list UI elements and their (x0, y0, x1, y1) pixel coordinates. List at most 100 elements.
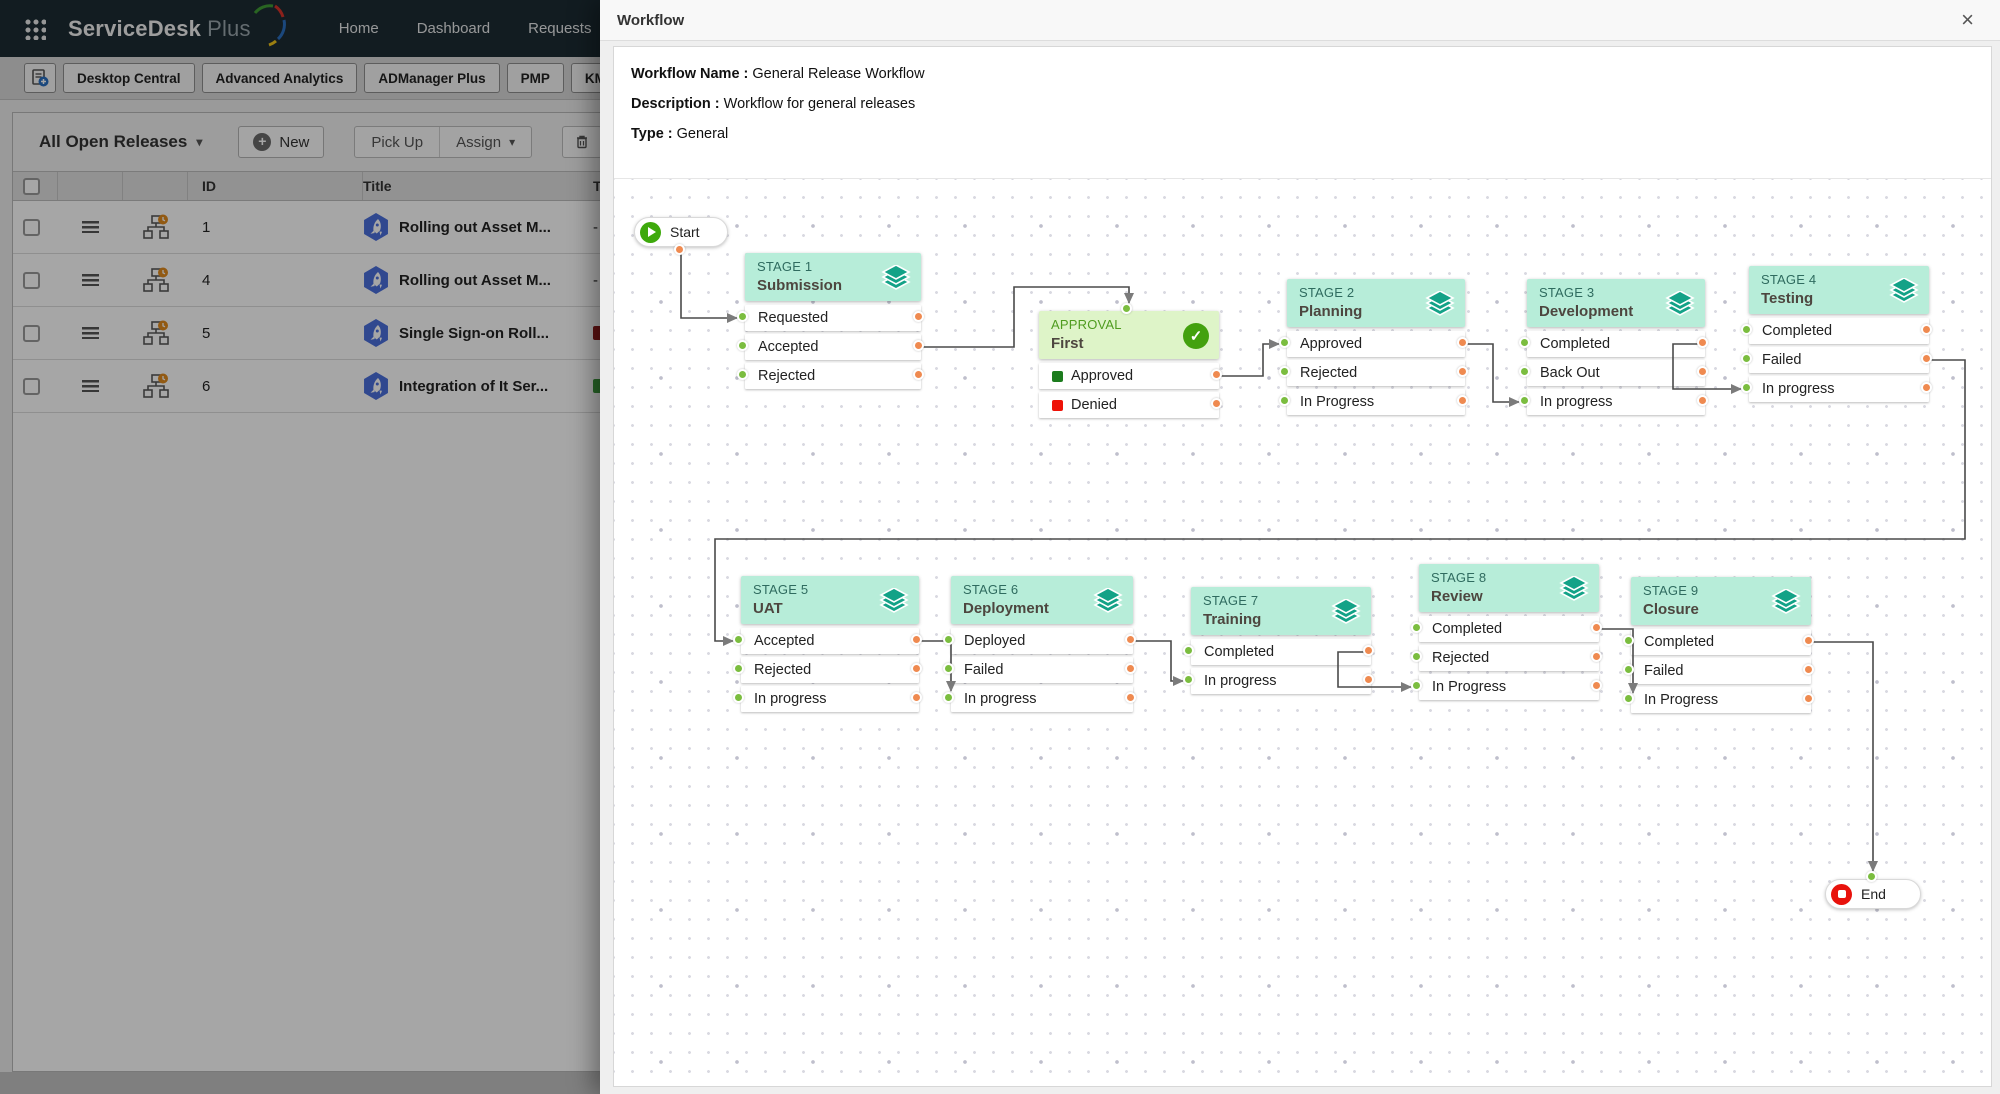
connector-out-dot (911, 663, 922, 674)
layers-icon (881, 264, 911, 290)
row-checkbox[interactable] (23, 218, 40, 236)
connector-out-dot (1591, 622, 1602, 633)
workflow-status-button[interactable] (142, 214, 170, 240)
connector-in-dot (1411, 680, 1422, 691)
connector-out-dot (1457, 366, 1468, 377)
tab-pmp[interactable]: PMP (506, 63, 564, 93)
status-row-rejected: Rejected (1419, 645, 1599, 671)
close-icon[interactable]: × (1961, 7, 1974, 32)
node-name: Planning (1299, 303, 1363, 320)
status-label: Deployed (964, 633, 1026, 649)
rocket-icon (370, 272, 382, 289)
connector-in-dot (1741, 324, 1752, 335)
row-menu-icon[interactable] (82, 327, 99, 339)
status-row-in-progress: In progress (1527, 389, 1705, 415)
connector-in-dot (737, 311, 748, 322)
workflow-info-line: Workflow Name : General Release Workflow (631, 64, 1991, 85)
connector-in-dot (1279, 395, 1290, 406)
status-label: In Progress (1300, 394, 1375, 410)
node-name: Submission (757, 277, 843, 294)
cell-technician: - (593, 219, 1999, 236)
connector-in-dot (737, 369, 748, 380)
node-header: STAGE 4 Testing (1749, 266, 1929, 314)
nav-item-requests[interactable]: Requests (528, 20, 592, 37)
connector (1133, 640, 1184, 686)
release-icon (364, 319, 388, 347)
connector-in-dot (1121, 303, 1132, 314)
workflow-status-button[interactable] (142, 373, 170, 399)
connector-in-dot (1519, 395, 1530, 406)
connector-in-dot (733, 663, 744, 674)
tab-advanced-analytics[interactable]: Advanced Analytics (201, 63, 358, 93)
cell-title: Rolling out Asset M... (363, 213, 593, 241)
status-row-completed: Completed (1631, 629, 1811, 655)
layers-icon (1559, 575, 1589, 601)
connector-out-dot (1921, 324, 1932, 335)
status-label: Completed (1644, 634, 1715, 650)
status-row-requested: Requested (745, 305, 921, 331)
connector-out-dot (1803, 693, 1814, 704)
tab-desktop-central[interactable]: Desktop Central (63, 63, 195, 93)
status-label: In progress (754, 691, 827, 707)
connector-out-dot (913, 369, 924, 380)
workflow-status-button[interactable] (142, 320, 170, 346)
node-tag-label: STAGE 4 (1761, 272, 1817, 287)
status-label: Accepted (758, 339, 819, 355)
connector-out-dot (1697, 395, 1708, 406)
connector-out-dot (1697, 337, 1708, 348)
layers-icon (1331, 598, 1361, 624)
row-menu-icon[interactable] (82, 221, 99, 233)
start-icon (640, 221, 661, 243)
connector-in-dot (1183, 645, 1194, 656)
node-name: Testing (1761, 290, 1814, 307)
status-label: In Progress (1644, 692, 1719, 708)
nav-item-dashboard[interactable]: Dashboard (416, 20, 491, 37)
row-checkbox[interactable] (23, 324, 40, 342)
cell-title: Single Sign-on Roll... (363, 319, 593, 347)
tab-admanager-plus[interactable]: ADManager Plus (364, 63, 500, 93)
delete-button[interactable] (562, 126, 603, 158)
nav-item-home[interactable]: Home (338, 20, 379, 37)
pickup-button[interactable]: Pick Up (355, 127, 439, 157)
filter-dropdown[interactable]: All Open Releases ▾ (39, 132, 202, 152)
info-label: Description : (631, 96, 720, 112)
trash-icon (577, 135, 588, 149)
info-value: General Release Workflow (748, 66, 925, 82)
info-value: General (672, 126, 729, 142)
status-label: Failed (964, 662, 1004, 678)
status-row-failed: Failed (1631, 658, 1811, 684)
app-grid-icon[interactable] (24, 17, 46, 40)
start-label: Start (670, 224, 700, 240)
connector-out-dot (1125, 634, 1136, 645)
row-checkbox[interactable] (23, 377, 40, 395)
select-all-checkbox[interactable] (23, 177, 40, 195)
row-checkbox[interactable] (23, 271, 40, 289)
row-menu-icon[interactable] (82, 380, 99, 392)
status-row-completed: Completed (1527, 331, 1705, 357)
status-row-rejected: Rejected (741, 657, 919, 683)
status-row-deployed: Deployed (951, 628, 1133, 654)
logo-text-bold: ServiceDesk (68, 15, 202, 41)
connector-out-dot (1363, 645, 1374, 656)
status-label: Rejected (1432, 650, 1490, 666)
workflow-status-button[interactable] (142, 267, 170, 293)
column-header-technician[interactable]: T (593, 178, 602, 194)
workflow-card: Workflow Name : General Release Workflow… (613, 46, 1992, 1087)
assign-button[interactable]: Assign ▾ (439, 127, 531, 157)
cell-id: 1 (202, 218, 211, 236)
workflow-modal: Workflow × Workflow Name : General Relea… (600, 0, 2000, 1094)
status-label: Approved (1071, 368, 1134, 384)
row-menu-icon[interactable] (82, 274, 99, 286)
technician-value: - (593, 218, 598, 236)
new-button[interactable]: + New (238, 126, 325, 158)
column-header-id[interactable]: ID (188, 172, 363, 200)
workflow-start-node[interactable]: Start (634, 217, 728, 255)
connector-out-dot (1697, 366, 1708, 377)
column-header-title[interactable]: Title (363, 178, 392, 194)
workflow-end-node[interactable]: End (1825, 871, 1921, 909)
new-tab-icon-button[interactable] (24, 63, 56, 93)
connector-out-dot (1125, 692, 1136, 703)
connector-out-dot (1591, 680, 1602, 691)
